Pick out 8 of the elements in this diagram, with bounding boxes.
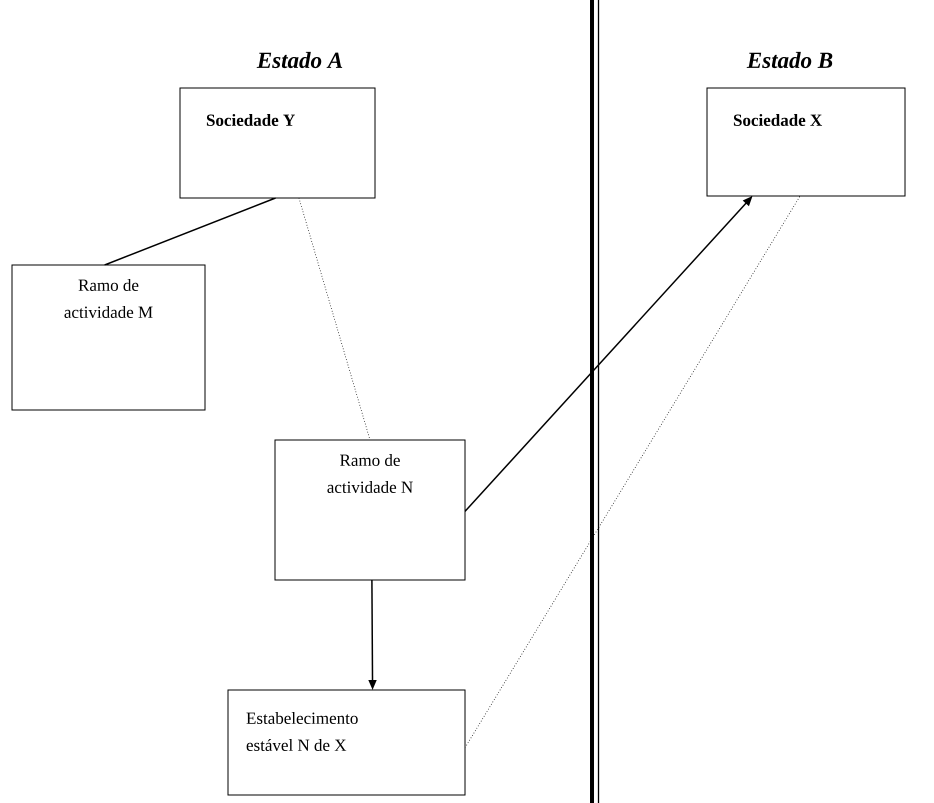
text-box: Sociedade X xyxy=(706,88,906,196)
dotted-line xyxy=(464,196,800,748)
text-box: Ramo de actividade M xyxy=(12,264,206,410)
connector-line xyxy=(104,197,276,266)
text-box: Ramo de actividade N xyxy=(274,440,466,580)
text-box: Estabelecimento estável N de X xyxy=(228,690,466,796)
dotted-line xyxy=(298,198,370,440)
text-box: Sociedade Y xyxy=(180,88,376,198)
